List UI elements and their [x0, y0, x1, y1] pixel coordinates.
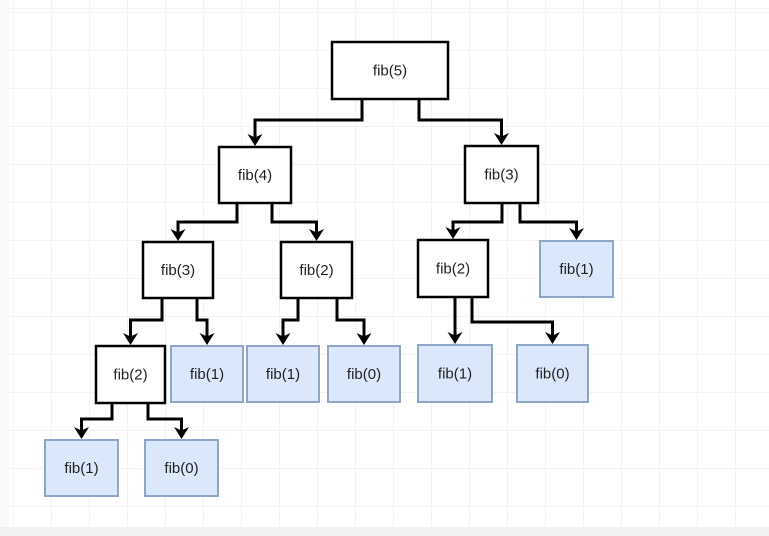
- arrowhead-icon: [445, 227, 461, 239]
- arrowhead-icon: [123, 333, 138, 345]
- edge-fib3b-fib2c: [123, 298, 164, 345]
- node-label-fib0b: fib(0): [535, 366, 569, 383]
- node-fib3a: fib(3): [463, 144, 540, 205]
- arrowhead-icon: [309, 229, 324, 241]
- leaf-node-box-fib0a: [327, 345, 401, 403]
- arrowhead-icon: [569, 228, 584, 240]
- edge-fib3b-fib1b: [195, 298, 215, 345]
- node-label-fib1b: fib(1): [190, 366, 224, 383]
- node-label-fib5: fib(5): [373, 63, 407, 80]
- edge-fib2b-fib1d: [447, 297, 463, 344]
- node-label-fib3a: fib(3): [484, 167, 518, 184]
- node-label-fib4: fib(4): [238, 167, 272, 184]
- node-fib3b: fib(3): [141, 240, 215, 300]
- node-label-fib3b: fib(3): [161, 262, 195, 279]
- call-node-box-fib3b: [141, 240, 215, 300]
- leaf-node-box-fib1a: [539, 240, 614, 298]
- call-node-box-fib2c: [94, 344, 167, 405]
- node-fib1b: fib(1): [170, 345, 244, 403]
- edge-fib5-fib4: [247, 99, 364, 146]
- edge-line: [146, 403, 183, 431]
- call-node-box-fib2a: [279, 240, 354, 300]
- arrowhead-icon: [174, 427, 189, 439]
- leaf-node-box-fib1d: [417, 344, 493, 403]
- edge-line: [417, 99, 503, 137]
- node-label-fib1a: fib(1): [559, 261, 593, 278]
- edge-line: [80, 403, 114, 431]
- leaf-node-box-fib1e: [44, 439, 119, 497]
- call-node-box-fib2b: [416, 238, 490, 299]
- leaf-node-box-fib1c: [246, 345, 320, 403]
- edge-line: [470, 297, 554, 336]
- node-label-fib2a: fib(2): [299, 262, 333, 279]
- node-label-fib2c: fib(2): [113, 367, 147, 384]
- page-edge-bottom: [0, 527, 769, 536]
- edge-line: [335, 298, 366, 337]
- node-label-fib0a: fib(0): [347, 366, 381, 383]
- edge-line: [518, 203, 578, 232]
- edge-fib2c-fib0c: [146, 403, 189, 439]
- edge-line: [281, 298, 300, 337]
- edge-fib2b-fib0b: [470, 297, 560, 344]
- node-fib2a: fib(2): [279, 240, 354, 300]
- arrowhead-icon: [170, 229, 186, 241]
- edge-line: [195, 298, 209, 337]
- edge-fib2c-fib1e: [74, 403, 114, 439]
- node-layer: fib(5) fib(4) fib(3) fib(3) fib(2) fib(2) fib(…: [44, 40, 614, 497]
- arrowhead-icon: [494, 133, 509, 145]
- node-fib1c: fib(1): [246, 345, 320, 403]
- arrowhead-icon: [247, 134, 263, 146]
- node-label-fib1c: fib(1): [266, 366, 300, 383]
- arrowhead-icon: [356, 333, 372, 345]
- edge-layer: [74, 99, 584, 439]
- call-node-box-fib5: [330, 40, 450, 101]
- node-fib1a: fib(1): [539, 240, 614, 298]
- node-label-fib0c: fib(0): [164, 460, 198, 477]
- edge-line: [129, 298, 164, 337]
- arrowhead-icon: [545, 332, 560, 344]
- edge-fib4-fib2a: [270, 203, 324, 241]
- edge-fib2a-fib0a: [335, 298, 372, 345]
- node-fib5: fib(5): [330, 40, 450, 101]
- leaf-node-box-fib0b: [516, 344, 589, 403]
- arrowhead-icon: [275, 333, 291, 345]
- node-label-fib1e: fib(1): [64, 460, 98, 477]
- node-fib0a: fib(0): [327, 345, 401, 403]
- node-fib4: fib(4): [217, 145, 293, 205]
- edge-line: [176, 203, 239, 233]
- node-fib2c: fib(2): [94, 344, 167, 405]
- edge-fib3a-fib2b: [445, 203, 504, 239]
- node-fib1e: fib(1): [44, 439, 119, 497]
- call-node-box-fib3a: [463, 144, 540, 205]
- edge-line: [451, 203, 504, 231]
- node-fib1d: fib(1): [417, 344, 493, 403]
- leaf-node-box-fib0c: [144, 439, 219, 497]
- arrowhead-icon: [74, 427, 89, 439]
- edge-fib3a-fib1a: [518, 203, 584, 240]
- arrowhead-icon: [199, 333, 215, 345]
- edge-line: [253, 99, 364, 138]
- edge-fib2a-fib1c: [275, 298, 300, 345]
- edge-fib5-fib3a: [417, 99, 509, 145]
- call-node-box-fib4: [217, 145, 293, 205]
- arrowhead-icon: [447, 332, 463, 344]
- leaf-node-box-fib1b: [170, 345, 244, 403]
- node-label-fib2b: fib(2): [436, 261, 470, 278]
- edge-fib4-fib3b: [170, 203, 239, 241]
- node-label-fib1d: fib(1): [438, 366, 472, 383]
- node-fib2b: fib(2): [416, 238, 490, 299]
- page-edge-left: [0, 0, 9, 528]
- node-fib0b: fib(0): [516, 344, 589, 403]
- edge-line: [270, 203, 318, 233]
- node-fib0c: fib(0): [144, 439, 219, 497]
